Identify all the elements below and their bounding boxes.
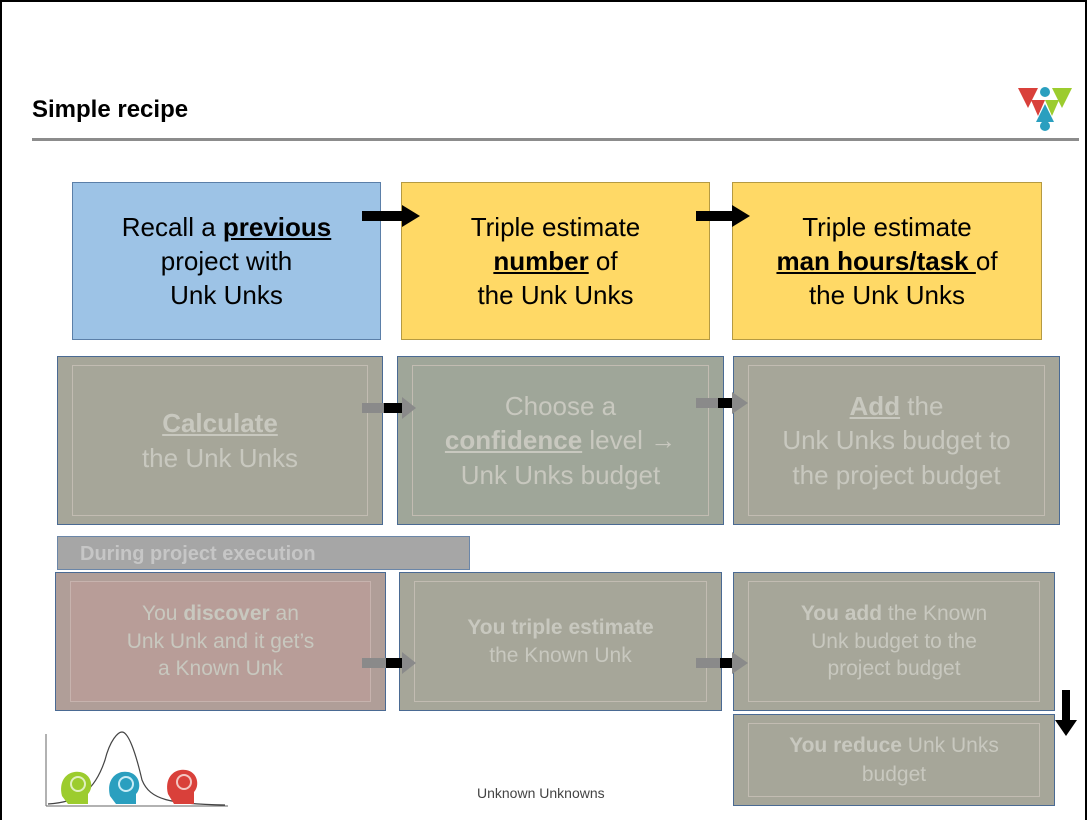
- step-text-bold: You triple estimate: [467, 615, 654, 639]
- bell-curve-icon: [45, 731, 228, 807]
- step-add-budget-box: Add the Unk Unks budget to the project b…: [733, 356, 1060, 525]
- footer-text: Unknown Unknowns: [477, 785, 605, 801]
- step-text-emph: man hours/task: [776, 245, 976, 276]
- slide-title: Simple recipe: [32, 96, 189, 123]
- step-text-post: the Unk Unks budget to the project budge…: [782, 391, 1011, 490]
- step-triple-known-box: You triple estimate the Known Unk: [399, 572, 722, 711]
- step-text-emph: number: [493, 245, 589, 276]
- step-text-pre: Choose a: [504, 391, 617, 422]
- section-label: During project execution: [57, 536, 470, 570]
- step-text-pre: You: [142, 601, 184, 625]
- step-text-emph: previous: [222, 211, 332, 242]
- box-inner-frame: [748, 365, 1045, 516]
- arrow-right-icon: [362, 397, 416, 419]
- step-add-known-box: You add the Known Unk budget to the proj…: [733, 572, 1055, 711]
- step-confidence-box: Choose a confidence level → Unk Unks bud…: [397, 356, 724, 525]
- box-inner-frame: [70, 581, 371, 702]
- step-triple-hours-box: Triple estimate man hours/task of the Un…: [732, 182, 1042, 340]
- box-inner-frame: [412, 365, 709, 516]
- step-text-emph: confidence: [444, 425, 583, 456]
- step-discover-box: You discover an Unk Unk and it get’s a K…: [55, 572, 386, 711]
- title-divider: [32, 138, 1079, 141]
- step-text-post: of the Unk Unks: [808, 245, 998, 311]
- step-text-post: the Known Unk budget to the project budg…: [811, 601, 988, 681]
- arrow-down-icon: [1055, 690, 1077, 736]
- box-inner-frame: [72, 365, 368, 516]
- head-maze-icon: [109, 771, 140, 804]
- step-calculate-box: Calculate the Unk Unks: [57, 356, 383, 525]
- step-text-emph: Calculate: [162, 408, 278, 439]
- step-text-bold: You add: [800, 601, 883, 625]
- arrow-right-icon: [696, 392, 748, 414]
- step-text-pre: Recall a: [121, 211, 223, 242]
- step-text-post: the Unk Unks: [141, 442, 299, 473]
- step-text-post: of the Unk Unks: [477, 245, 634, 311]
- step-text-pre: Triple estimate: [802, 211, 972, 242]
- step-reduce-box: You reduce Unk Unks budget: [733, 714, 1055, 806]
- step-text-emph: Add: [849, 391, 901, 422]
- step-text-post: an Unk Unk and it get’s a Known Unk: [126, 601, 315, 681]
- box-inner-frame: [748, 723, 1040, 797]
- head-maze-icon: [61, 771, 92, 804]
- step-text-post: level → Unk Unks budget: [460, 425, 677, 490]
- step-text-post: Unk Unks budget: [861, 733, 999, 786]
- step-text-bold: You reduce: [789, 733, 902, 757]
- arrow-right-icon: [696, 205, 750, 227]
- arrow-right-icon: [696, 652, 748, 674]
- step-text-post: the Known Unk: [489, 643, 632, 667]
- arrow-right-icon: [362, 205, 420, 227]
- step-recall-box: Recall a previous project with Unk Unks: [72, 182, 381, 340]
- head-maze-icon: [167, 769, 198, 804]
- arrow-right-icon: [362, 652, 416, 674]
- step-triple-number-box: Triple estimate number of the Unk Unks: [401, 182, 710, 340]
- step-text-bold: discover: [183, 601, 270, 625]
- box-inner-frame: [748, 581, 1040, 702]
- box-inner-frame: [414, 581, 707, 702]
- step-text-pre: Triple estimate: [470, 211, 641, 242]
- logo-icon: [1018, 87, 1072, 131]
- step-text-post: project with Unk Unks: [160, 245, 293, 311]
